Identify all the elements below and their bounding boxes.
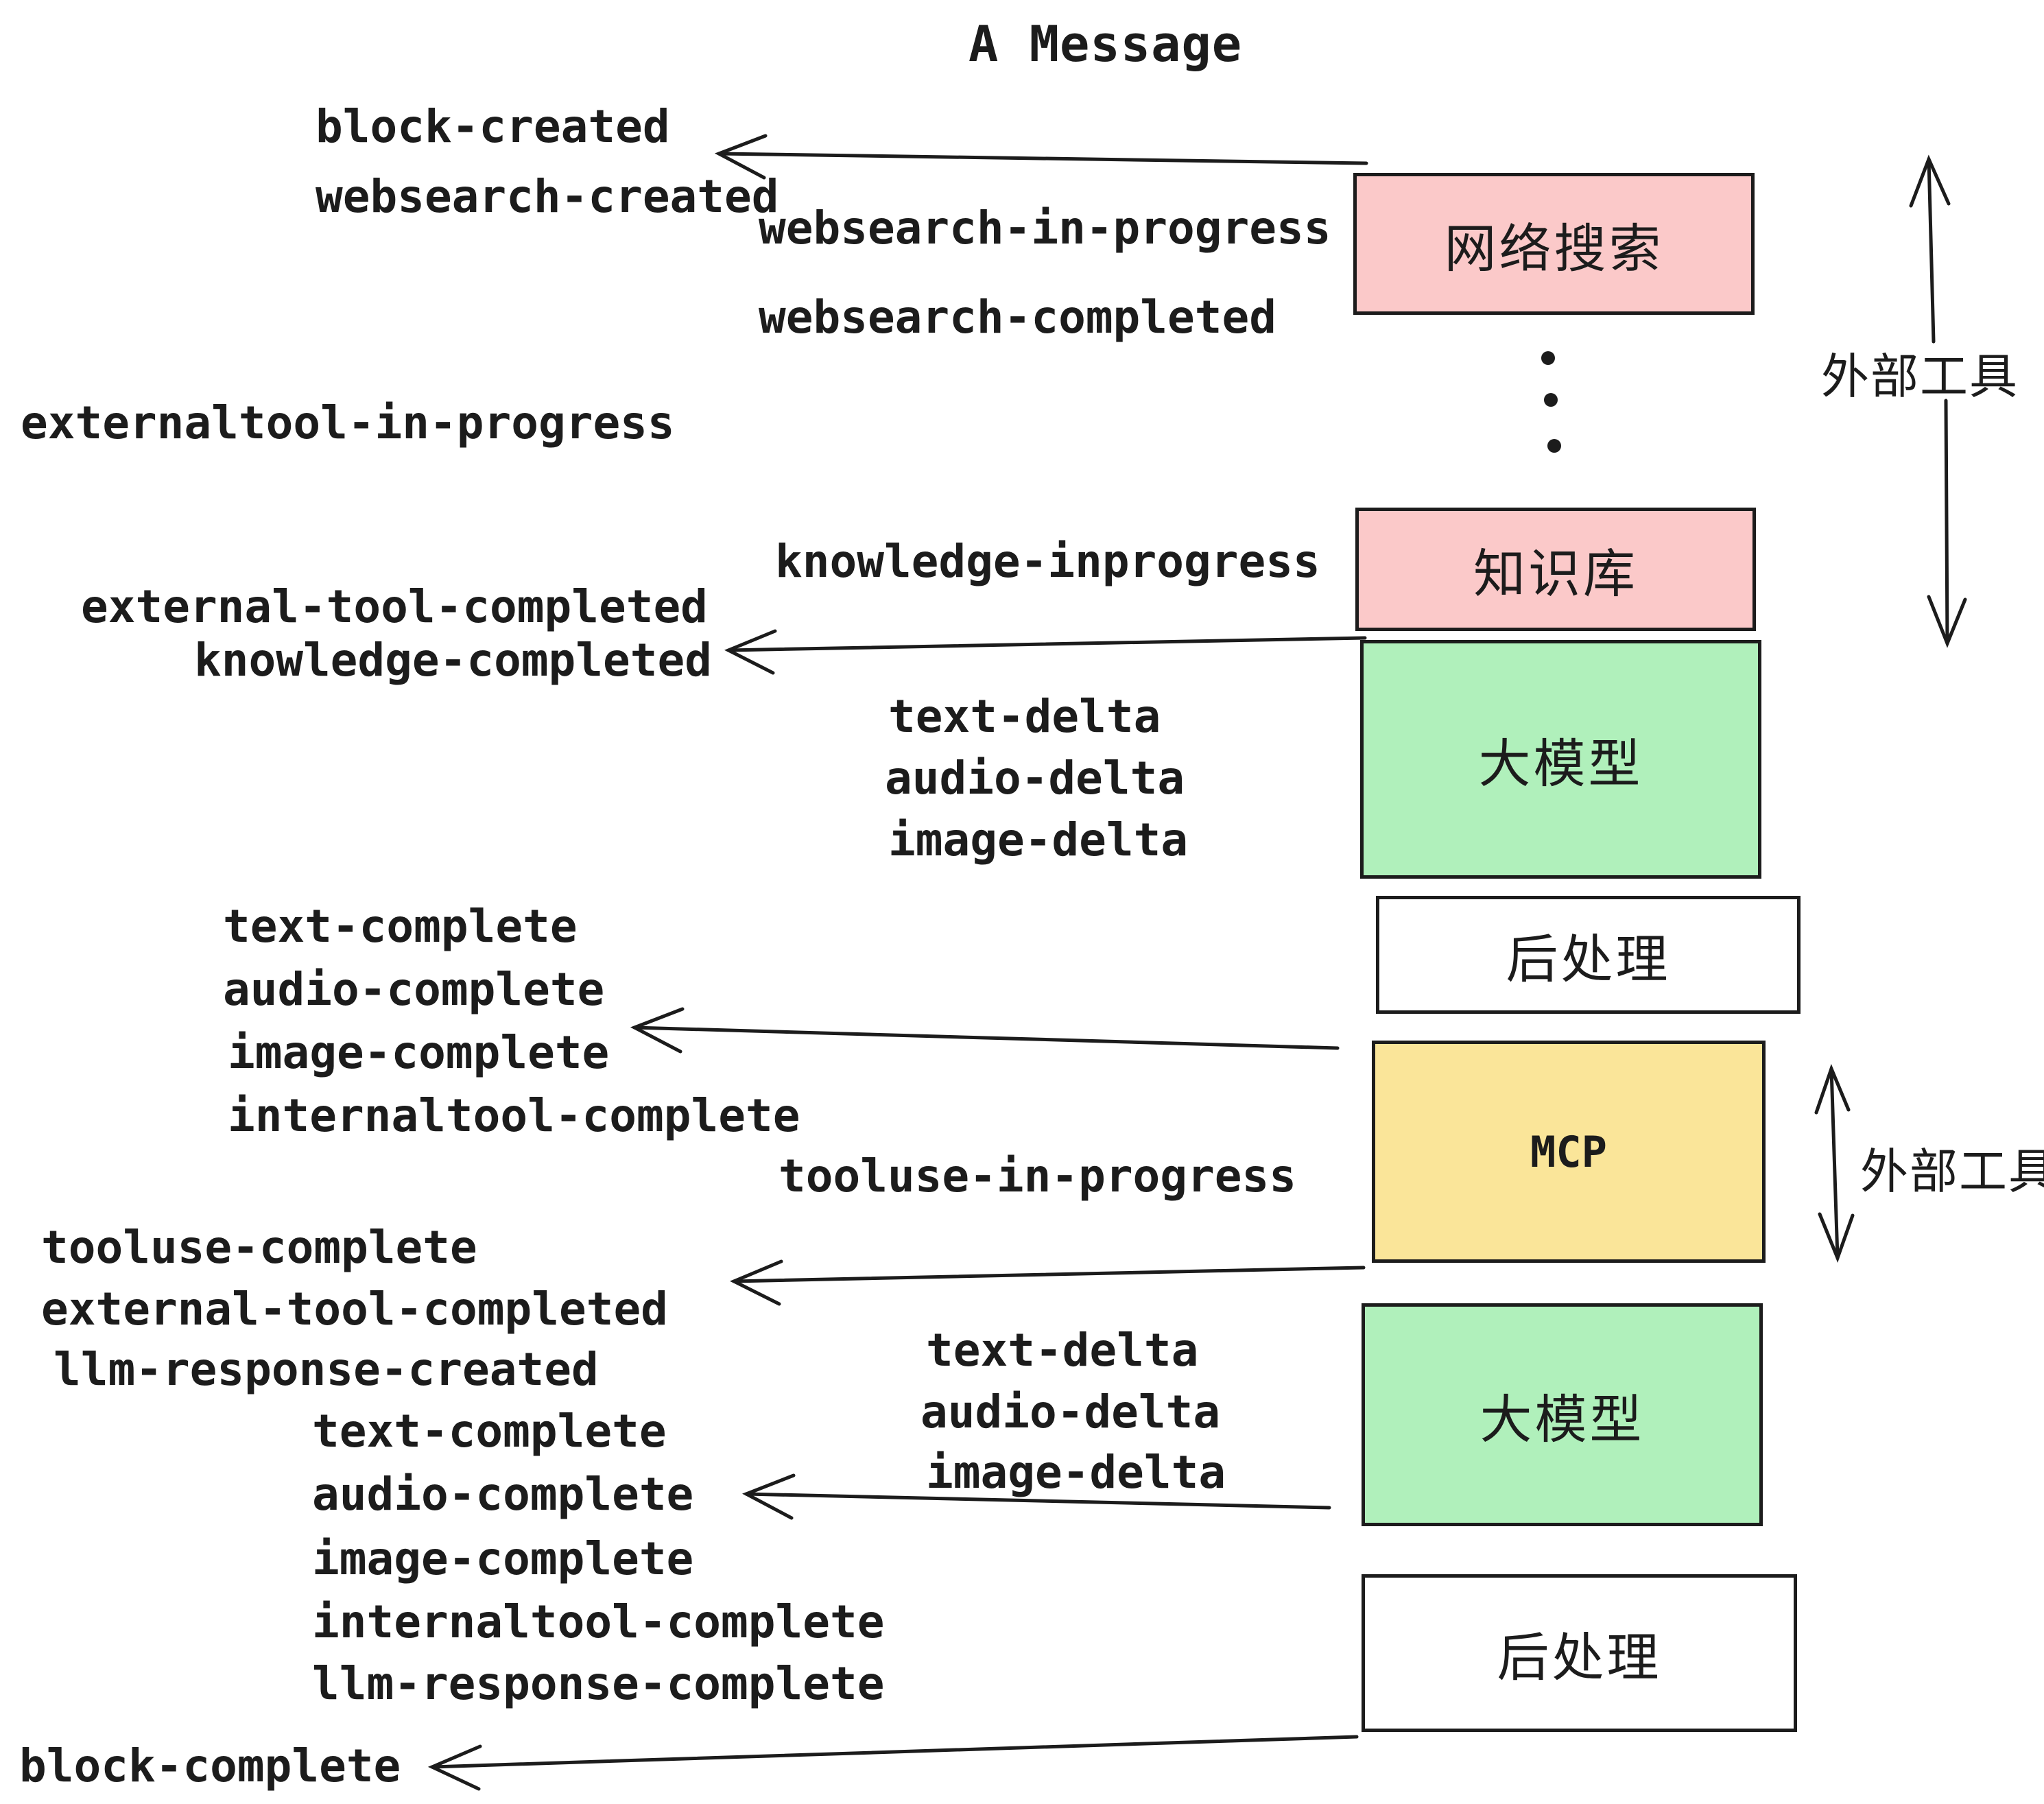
label-external-tools-top: 外部工具 bbox=[1821, 348, 2019, 405]
ellipsis-dot bbox=[1541, 351, 1555, 365]
event-llm-response-created: llm-response-created bbox=[54, 1343, 599, 1396]
external-tools-top-arrow-up-head bbox=[1909, 154, 1951, 208]
event-audio-delta-2: audio-delta bbox=[920, 1386, 1221, 1438]
event-text-delta-1: text-delta bbox=[888, 690, 1161, 743]
event-external-tool-completed-1: external-tool-completed bbox=[81, 580, 708, 633]
arrow-to-image-complete bbox=[632, 1025, 1340, 1050]
event-block-complete: block-complete bbox=[19, 1740, 401, 1792]
event-audio-complete-1: audio-complete bbox=[223, 963, 605, 1016]
box-postprocess-1: 后处理 bbox=[1376, 896, 1801, 1014]
external-tools-mcp-arrow-down-head bbox=[1818, 1212, 1855, 1263]
diagram-title: A Message bbox=[968, 15, 1243, 73]
box-postprocess-2-label: 后处理 bbox=[1497, 1627, 1662, 1688]
box-mcp-label: MCP bbox=[1530, 1126, 1607, 1177]
arrow-to-audio-complete-head bbox=[742, 1473, 796, 1520]
external-tools-top-arrow-down-head bbox=[1927, 595, 1967, 648]
box-llm-1: 大模型 bbox=[1360, 640, 1761, 879]
event-audio-delta-1: audio-delta bbox=[885, 752, 1185, 805]
event-websearch-in-progress: websearch-in-progress bbox=[759, 202, 1331, 254]
event-internaltool-complete-2: internaltool-complete bbox=[312, 1595, 885, 1648]
event-tooluse-complete: tooluse-complete bbox=[41, 1221, 477, 1274]
arrow-to-external-tool-completed-head bbox=[730, 1259, 783, 1306]
box-llm-2: 大模型 bbox=[1362, 1303, 1763, 1526]
event-externaltool-in-progress: externaltool-in-progress bbox=[21, 396, 675, 449]
label-external-tools-mcp: 外部工具 bbox=[1860, 1143, 2044, 1200]
box-llm-1-label: 大模型 bbox=[1478, 733, 1643, 794]
event-internaltool-complete-1: internaltool-complete bbox=[228, 1089, 800, 1142]
arrow-to-image-complete-head bbox=[630, 1007, 685, 1054]
ellipsis-dot bbox=[1544, 393, 1558, 407]
arrow-to-knowledge-completed-head bbox=[724, 629, 777, 675]
event-text-complete-2: text-complete bbox=[312, 1405, 667, 1458]
event-text-delta-2: text-delta bbox=[926, 1324, 1199, 1377]
arrow-to-external-tool-completed bbox=[732, 1266, 1366, 1283]
event-block-created: block-created bbox=[316, 100, 670, 153]
event-tooluse-in-progress: tooluse-in-progress bbox=[779, 1150, 1296, 1202]
external-tools-top-arrow-up-shaft bbox=[1927, 157, 1936, 344]
box-websearch-label: 网络搜索 bbox=[1444, 217, 1664, 279]
box-websearch: 网络搜索 bbox=[1353, 173, 1755, 315]
event-audio-complete-2: audio-complete bbox=[312, 1468, 694, 1521]
event-knowledge-inprogress: knowledge-inprogress bbox=[775, 535, 1320, 588]
box-postprocess-2: 后处理 bbox=[1362, 1574, 1797, 1732]
arrow-to-websearch-created bbox=[717, 152, 1368, 165]
arrow-to-knowledge-completed bbox=[726, 636, 1367, 652]
event-text-complete-1: text-complete bbox=[223, 900, 578, 953]
external-tools-top-arrow-down-shaft bbox=[1944, 399, 1949, 645]
arrow-to-block-complete-head bbox=[427, 1744, 482, 1791]
event-image-complete-1: image-complete bbox=[228, 1026, 610, 1079]
box-knowledge: 知识库 bbox=[1355, 508, 1756, 631]
box-postprocess-1-label: 后处理 bbox=[1506, 929, 1671, 990]
event-image-complete-2: image-complete bbox=[312, 1532, 694, 1585]
ellipsis-dot bbox=[1547, 439, 1561, 453]
event-image-delta-1: image-delta bbox=[888, 814, 1189, 866]
box-llm-2-label: 大模型 bbox=[1479, 1388, 1645, 1450]
external-tools-mcp-arrow-shaft bbox=[1829, 1067, 1840, 1260]
box-knowledge-label: 知识库 bbox=[1473, 543, 1638, 604]
external-tools-mcp-arrow-up-head bbox=[1814, 1063, 1851, 1115]
event-external-tool-completed-2: external-tool-completed bbox=[41, 1283, 668, 1336]
event-websearch-completed: websearch-completed bbox=[759, 291, 1276, 344]
event-llm-response-complete: llm-response-complete bbox=[312, 1657, 885, 1710]
arrow-to-block-complete bbox=[430, 1735, 1359, 1769]
event-knowledge-completed: knowledge-completed bbox=[194, 634, 712, 687]
event-image-delta-2: image-delta bbox=[926, 1446, 1226, 1499]
box-mcp: MCP bbox=[1372, 1041, 1766, 1263]
event-websearch-created: websearch-created bbox=[316, 170, 779, 223]
